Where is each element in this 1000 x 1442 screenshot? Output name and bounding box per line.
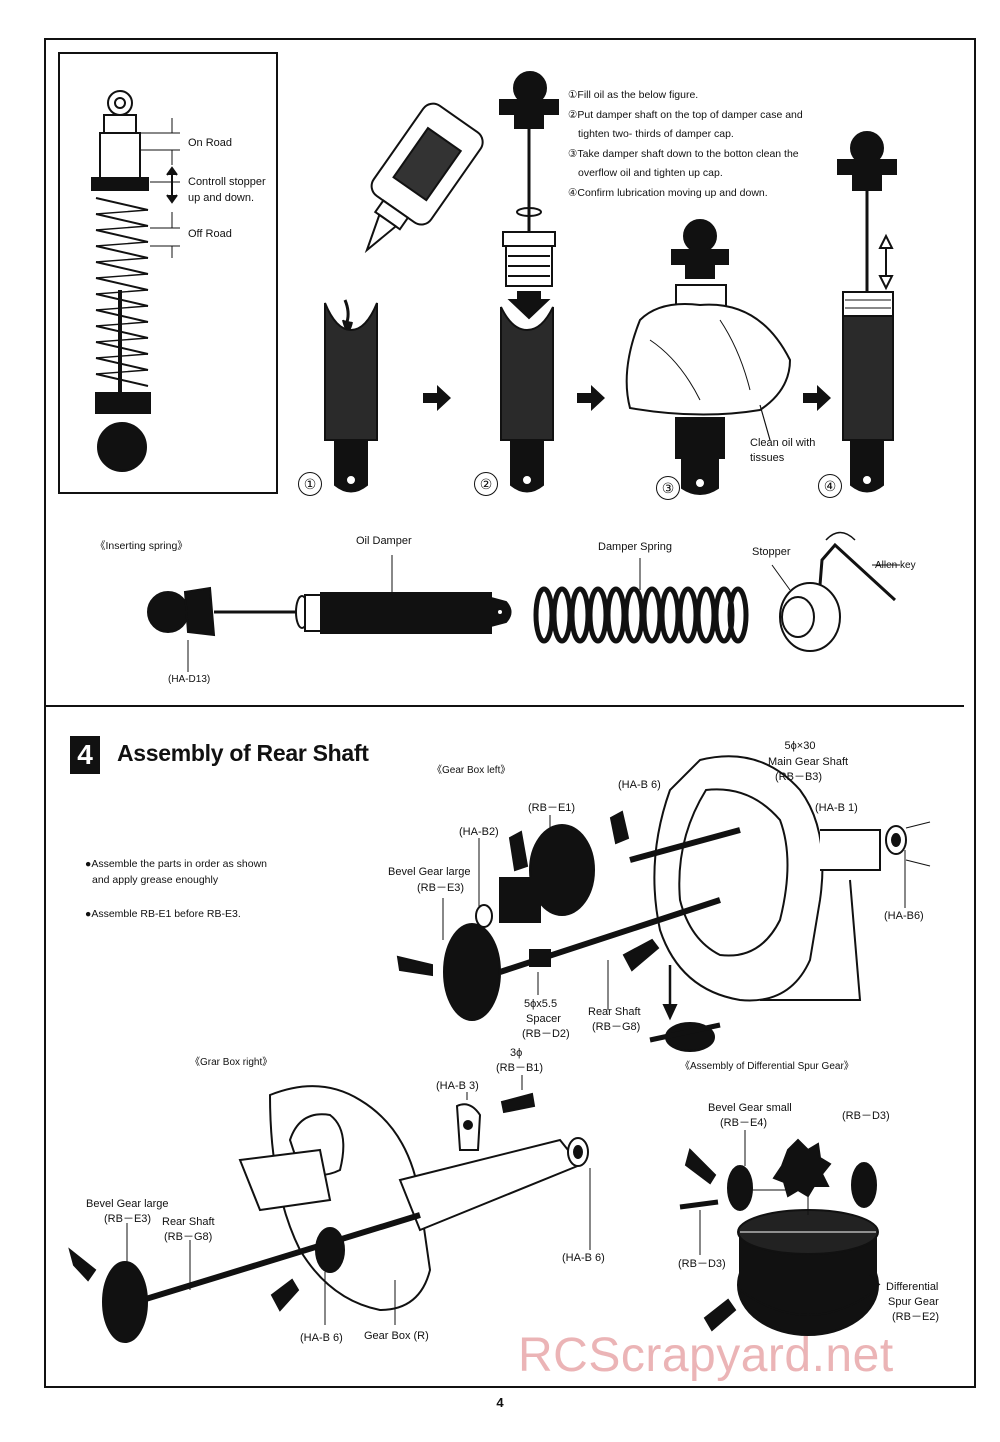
part-rb-e3-left: (RB－E3) [417,882,465,894]
step-arrows [423,385,831,411]
gear-box-right-heading: 《Grar Box right》 [190,1057,273,1068]
clean-oil-label-line2: tissues [750,452,785,464]
part-ha-d13: (HA-D13) [168,674,211,685]
diff-spur-label-line1: Differential [886,1281,939,1293]
differential-gear-illustration [679,1138,879,1336]
part-ha-b2: (HA-B2) [459,826,499,838]
stopper-note-line1: Controll stopper [188,176,266,188]
off-road-label: Off Road [188,228,232,240]
shock-absorber-illustration [91,90,180,472]
page-number: 4 [496,1395,504,1410]
part-rb-d2: (RB－D2) [522,1028,570,1040]
damper-step3 [625,219,792,495]
step2b-text: tighten two- thirds of damper cap. [578,128,734,140]
spacer-size: 5ϕx5.5 [524,998,558,1010]
bevel-gear-large-label-right: Bevel Gear large [86,1198,169,1210]
step3a-text: ③Take damper shaft down to the botton cl… [568,147,799,160]
page-frame [44,38,976,1388]
part-ha-b6-gearbox-right: (HA-B 6) [562,1252,605,1264]
part-rb-d3-top: (RB－D3) [842,1110,890,1122]
main-gear-shaft-size: 5ϕ×30 [784,740,816,752]
step2a-text: ②Put damper shaft on the top of damper c… [568,108,803,121]
part-ha-b6-top: (HA-B 6) [618,779,661,791]
size-3: 3ϕ [510,1047,523,1059]
assembly-note1-line1: ●Assemble the parts in order as shown [85,858,268,870]
part-ha-b1: (HA-B 1) [815,802,858,814]
allen-key-label: Allen key [875,560,916,571]
step1-text: ①Fill oil as the below figure. [568,89,699,101]
gear-box-left-illustration [396,755,931,1052]
section-divider [44,705,964,707]
stopper-label: Stopper [752,546,791,558]
part-rb-d3-left: (RB－D3) [678,1258,726,1270]
section-number-badge: 4 [70,736,100,774]
part-rb-b3: (RB－B3) [775,771,823,783]
inserting-spring-illustration [147,531,900,672]
main-gear-shaft-label: Main Gear Shaft [768,756,849,768]
step-number-4: ④ [818,474,842,498]
bevel-gear-large-label-left: Bevel Gear large [388,866,471,878]
damper-step2 [499,71,559,493]
watermark: RCScrapyard.net [518,1329,894,1382]
gear-box-left-heading: 《Gear Box left》 [432,765,511,776]
oil-bottle-illustration [342,102,484,332]
leader-lines [126,815,906,1325]
step-number-3: ③ [656,476,680,500]
gear-box-right-illustration [68,1085,589,1343]
assembly-note1-line2: and apply grease enoughly [92,874,219,886]
oil-damper-label: Oil Damper [356,535,412,547]
step-number-1: ① [298,472,322,496]
on-road-label: On Road [188,137,233,149]
part-rb-e3-right: (RB－E3) [104,1213,152,1225]
part-ha-b6-bottom: (HA-B 6) [300,1332,343,1344]
section-title: Assembly of Rear Shaft [117,740,369,766]
part-ha-b6-right: (HA-B6) [884,910,924,922]
damper-body-step1 [324,302,378,493]
gear-box-r-label: Gear Box (R) [364,1330,429,1342]
stopper-note-line2: up and down. [188,192,255,204]
damper-step4 [837,131,897,493]
step3b-text: overflow oil and tighten up cap. [578,167,723,179]
oil-fill-instructions: ①Fill oil as the below figure. ②Put damp… [568,86,803,203]
clean-oil-label-line1: Clean oil with [750,437,816,449]
assembly-diff-heading: 《Assembly of Differential Spur Gear》 [680,1061,854,1072]
rear-shaft-label-right: Rear Shaft [162,1216,215,1228]
part-rb-e1: (RB－E1) [528,802,576,814]
damper-spring-label: Damper Spring [598,541,672,553]
step-number-2: ② [474,472,498,496]
part-rb-e2: (RB－E2) [892,1311,940,1323]
part-rb-b1: (RB－B1) [496,1062,544,1074]
assembly-note2: ●Assemble RB-E1 before RB-E3. [85,908,241,920]
rear-shaft-label-left: Rear Shaft [588,1006,641,1018]
diff-spur-label-line2: Spur Gear [888,1296,939,1308]
part-rb-g8-left: (RB－G8) [592,1021,641,1033]
step4-text: ④Confirm lubrication moving up and down. [568,186,768,199]
shock-inset-box [58,52,278,494]
part-rb-g8-right: (RB－G8) [164,1231,213,1243]
part-ha-b3: (HA-B 3) [436,1080,479,1092]
part-rb-e4: (RB－E4) [720,1117,768,1129]
inserting-spring-heading: 《Inserting spring》 [95,540,188,552]
bevel-gear-small-label: Bevel Gear small [708,1102,792,1114]
spacer-label: Spacer [526,1013,561,1025]
